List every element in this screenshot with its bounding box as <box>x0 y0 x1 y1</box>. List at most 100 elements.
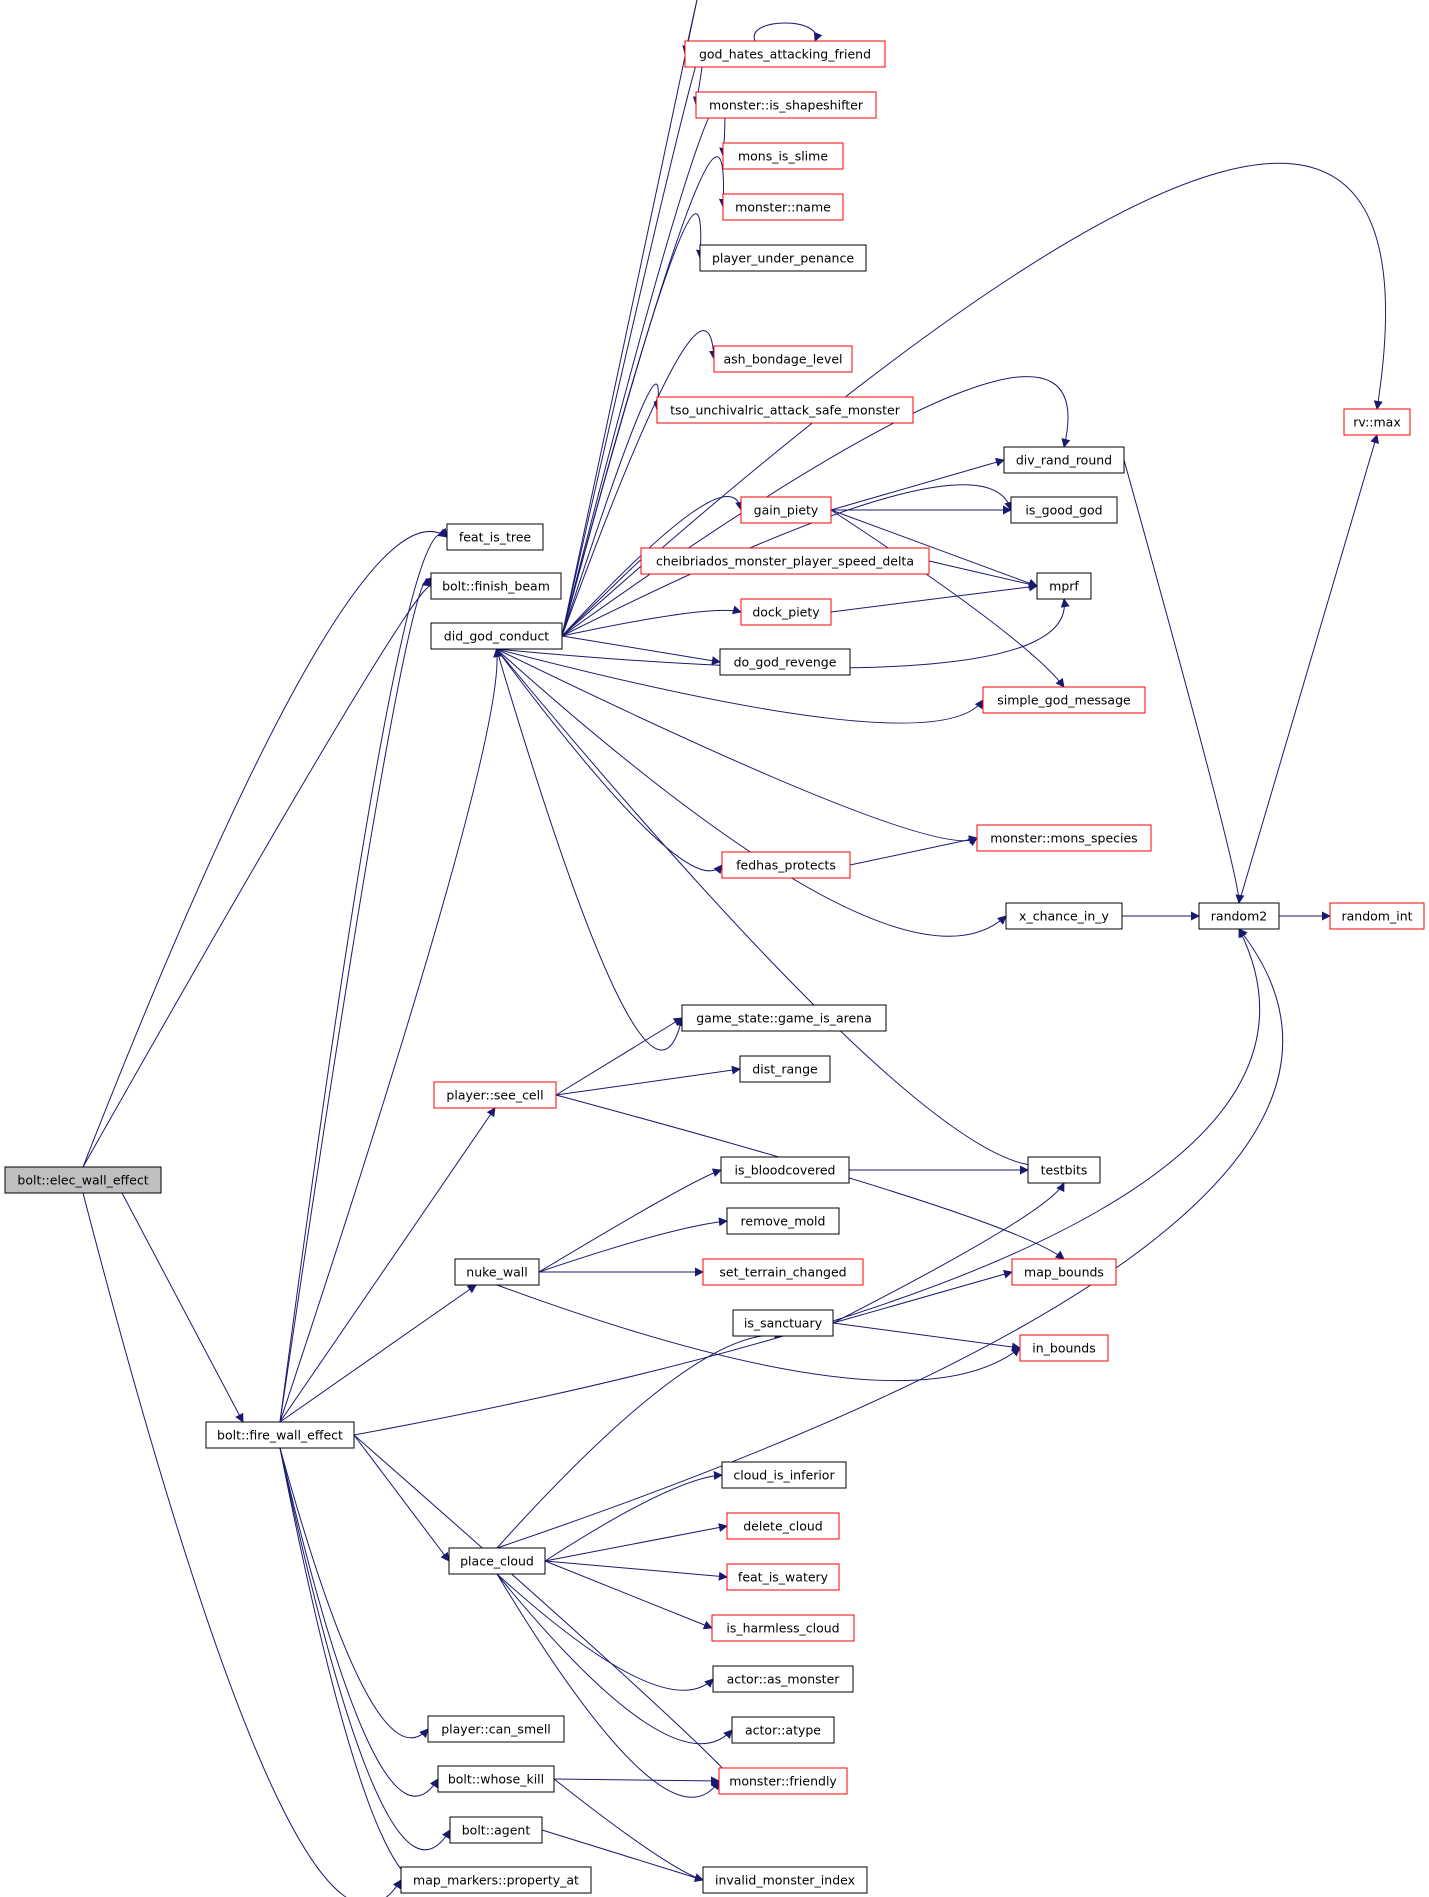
node-box <box>726 1563 840 1591</box>
node-is_good_god[interactable]: is_good_god <box>1010 496 1118 524</box>
node-game_is_arena[interactable]: game_state::game_is_arena <box>681 1004 887 1032</box>
node-random2[interactable]: random2 <box>1198 902 1280 930</box>
node-label: cheibriados_monster_player_speed_delta <box>656 554 914 569</box>
edge-did_god-to-god_hates <box>561 0 698 637</box>
node-is_bloodcovered[interactable]: is_bloodcovered <box>720 1156 850 1184</box>
node-can_smell[interactable]: player::can_smell <box>427 1715 565 1743</box>
node-box <box>433 1081 557 1109</box>
node-label: player_under_penance <box>712 251 854 266</box>
node-tso_unchivalric[interactable]: tso_unchivalric_attack_safe_monster <box>656 396 914 424</box>
node-box <box>681 1004 887 1032</box>
node-is_shapeshifter[interactable]: monster::is_shapeshifter <box>695 91 877 119</box>
node-label: testbits <box>1041 1163 1088 1178</box>
node-in_bounds[interactable]: in_bounds <box>1019 1334 1109 1362</box>
node-monster_name[interactable]: monster::name <box>722 193 844 221</box>
node-label: actor::as_monster <box>727 1672 841 1687</box>
node-fire[interactable]: bolt::fire_wall_effect <box>205 1421 355 1449</box>
node-friendly[interactable]: monster::friendly <box>718 1767 848 1795</box>
node-cloud_is_inferior[interactable]: cloud_is_inferior <box>721 1461 847 1489</box>
node-atype[interactable]: actor::atype <box>731 1716 835 1744</box>
node-div_rand_round[interactable]: div_rand_round <box>1003 446 1125 474</box>
node-label: bolt::elec_wall_effect <box>17 1173 148 1188</box>
node-label: place_cloud <box>460 1554 534 1569</box>
node-label: monster::name <box>735 200 831 215</box>
node-label: dock_piety <box>752 605 820 620</box>
edge-did_god-to-gain_piety <box>561 495 745 637</box>
node-label: actor::atype <box>745 1723 821 1738</box>
node-see_cell[interactable]: player::see_cell <box>433 1081 557 1109</box>
node-god_hates[interactable]: god_hates_attacking_friend <box>684 40 886 68</box>
node-box <box>712 1665 854 1693</box>
node-gain_piety[interactable]: gain_piety <box>740 496 832 524</box>
node-player_under_penance[interactable]: player_under_penance <box>699 244 867 272</box>
node-dock_piety[interactable]: dock_piety <box>740 598 832 626</box>
edge-fedhas-to-mons_species <box>849 835 978 866</box>
node-finish_beam[interactable]: bolt::finish_beam <box>430 572 562 600</box>
node-cheibriados[interactable]: cheibriados_monster_player_speed_delta <box>640 547 930 575</box>
node-box <box>1005 902 1123 930</box>
node-did_god[interactable]: did_god_conduct <box>430 622 563 650</box>
edge-did_god-to-dock_piety <box>561 605 742 637</box>
node-remove_mold[interactable]: remove_mold <box>726 1207 840 1235</box>
node-label: do_god_revenge <box>734 655 837 670</box>
node-ash_bondage[interactable]: ash_bondage_level <box>713 345 853 373</box>
node-random_int[interactable]: random_int <box>1329 902 1425 930</box>
edge-is_sanctuary-to-testbits <box>832 1182 1065 1324</box>
edge-did_god-to-div_rand_round <box>561 376 1071 637</box>
node-box <box>740 496 832 524</box>
node-label: game_state::game_is_arena <box>696 1011 872 1026</box>
node-whose_kill[interactable]: bolt::whose_kill <box>437 1765 555 1793</box>
node-box <box>430 572 562 600</box>
node-box <box>702 1258 864 1286</box>
node-dist_range[interactable]: dist_range <box>739 1055 831 1083</box>
node-label: bolt::whose_kill <box>448 1772 544 1787</box>
node-x_chance[interactable]: x_chance_in_y <box>1005 902 1123 930</box>
node-map_bounds[interactable]: map_bounds <box>1011 1258 1117 1286</box>
node-box <box>721 851 851 879</box>
node-delete_cloud[interactable]: delete_cloud <box>726 1512 840 1540</box>
edge-random2-to-rv_max <box>1238 434 1380 904</box>
node-is_sanctuary[interactable]: is_sanctuary <box>732 1309 834 1337</box>
edge-gain_piety-to-mprf <box>830 509 1038 588</box>
edge-nuke_wall-to-is_bloodcovered <box>538 1168 722 1273</box>
node-box <box>726 1207 840 1235</box>
node-property_at[interactable]: map_markers::property_at <box>400 1866 592 1894</box>
node-mprf[interactable]: mprf <box>1036 572 1092 600</box>
node-label: random2 <box>1211 909 1267 924</box>
node-nuke_wall[interactable]: nuke_wall <box>454 1258 540 1286</box>
node-label: random_int <box>1341 909 1412 924</box>
node-box <box>720 1156 850 1184</box>
node-feat_is_watery[interactable]: feat_is_watery <box>726 1563 840 1591</box>
node-rv_max[interactable]: rv::max <box>1343 408 1411 436</box>
node-mons_species[interactable]: monster::mons_species <box>976 824 1152 852</box>
edge-fire-to-random2 <box>353 928 1261 1436</box>
node-simple_god_message[interactable]: simple_god_message <box>982 686 1146 714</box>
edge-place_cloud-to-cloud_is_inferior <box>544 1471 723 1562</box>
node-testbits[interactable]: testbits <box>1027 1156 1101 1184</box>
node-box <box>1010 496 1118 524</box>
node-feat_is_tree[interactable]: feat_is_tree <box>446 523 544 551</box>
node-set_terrain[interactable]: set_terrain_changed <box>702 1258 864 1286</box>
node-label: is_good_god <box>1025 503 1102 518</box>
node-as_monster[interactable]: actor::as_monster <box>712 1665 854 1693</box>
node-elec[interactable]: bolt::elec_wall_effect <box>4 1166 162 1194</box>
node-label: bolt::agent <box>462 1823 531 1838</box>
node-fedhas[interactable]: fedhas_protects <box>721 851 851 879</box>
edge-elec-to-feat_is_tree <box>82 528 448 1168</box>
node-invalid_monster_index[interactable]: invalid_monster_index <box>702 1866 868 1894</box>
node-box <box>726 1512 840 1540</box>
edge-did_god-to-testbits <box>496 648 1065 1167</box>
edge-whose_kill-to-friendly <box>553 1776 720 1786</box>
edge-did_god-to-fedhas <box>496 648 723 875</box>
node-place_cloud[interactable]: place_cloud <box>448 1547 546 1575</box>
edge-did_god-to-do_god_revenge <box>561 635 721 666</box>
node-box <box>721 1461 847 1489</box>
node-agent[interactable]: bolt::agent <box>449 1816 543 1844</box>
edge-place_cloud-to-delete_cloud <box>544 1523 728 1562</box>
node-label: dist_range <box>752 1062 818 1077</box>
node-label: bolt::fire_wall_effect <box>217 1428 343 1443</box>
node-mons_is_slime[interactable]: mons_is_slime <box>722 142 844 170</box>
node-is_harmless_cloud[interactable]: is_harmless_cloud <box>711 1614 855 1642</box>
node-box <box>430 622 563 650</box>
node-do_god_revenge[interactable]: do_god_revenge <box>719 648 851 676</box>
